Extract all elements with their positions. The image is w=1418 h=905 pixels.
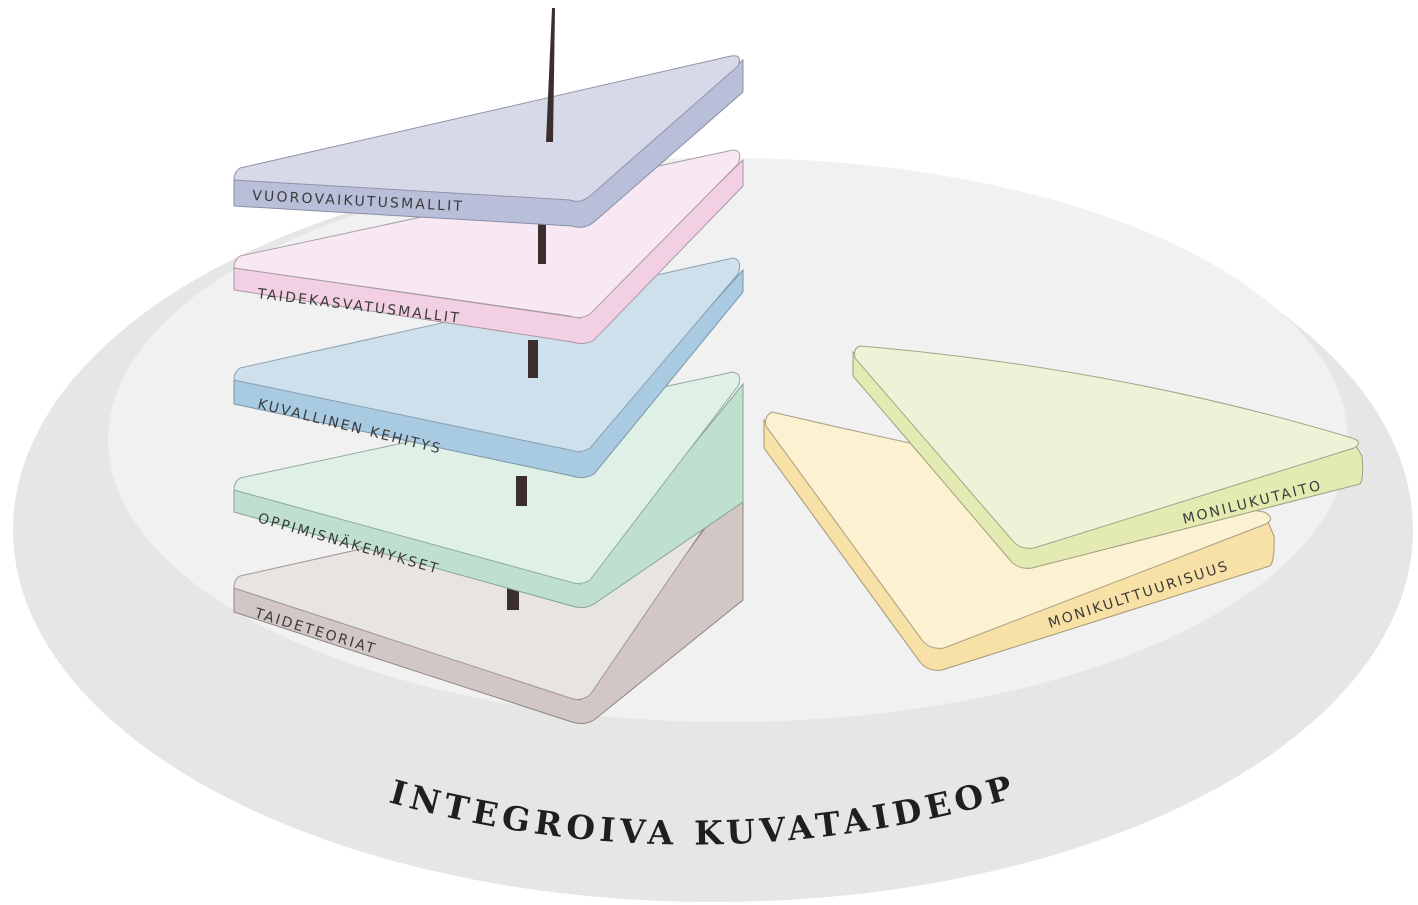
pole-segment-2 — [538, 222, 546, 264]
plate-monikulttuurisuus-side — [763, 418, 1275, 671]
side-plates: MONIKULTTUURISUUS MONILUKUTAITO — [763, 345, 1364, 671]
pole-top — [546, 8, 555, 142]
plate-taideteoriat-side — [233, 474, 744, 725]
plate-kuvallinen-kehitys-side — [233, 268, 744, 479]
plate-oppimisnakemykset-side — [233, 382, 744, 609]
plate-stack: TAIDETEORIAT OPPIMISNÄKEMYKSET KUVALLINE… — [233, 8, 744, 725]
plate-monilukutaito-top — [854, 345, 1359, 549]
plate-vuorovaikutusmallit: VUOROVAIKUTUSMALLIT — [233, 55, 744, 228]
plate-vuorovaikutusmallit-top — [233, 55, 740, 202]
pole-segment-3 — [528, 340, 538, 378]
plate-taidekasvatusmallit-side — [233, 158, 744, 345]
pole-segment-4 — [516, 476, 527, 506]
pole-segment-5 — [507, 588, 519, 610]
plate-vuorovaikutusmallit-side — [233, 58, 744, 228]
plate-monilukutaito-side — [852, 350, 1364, 569]
